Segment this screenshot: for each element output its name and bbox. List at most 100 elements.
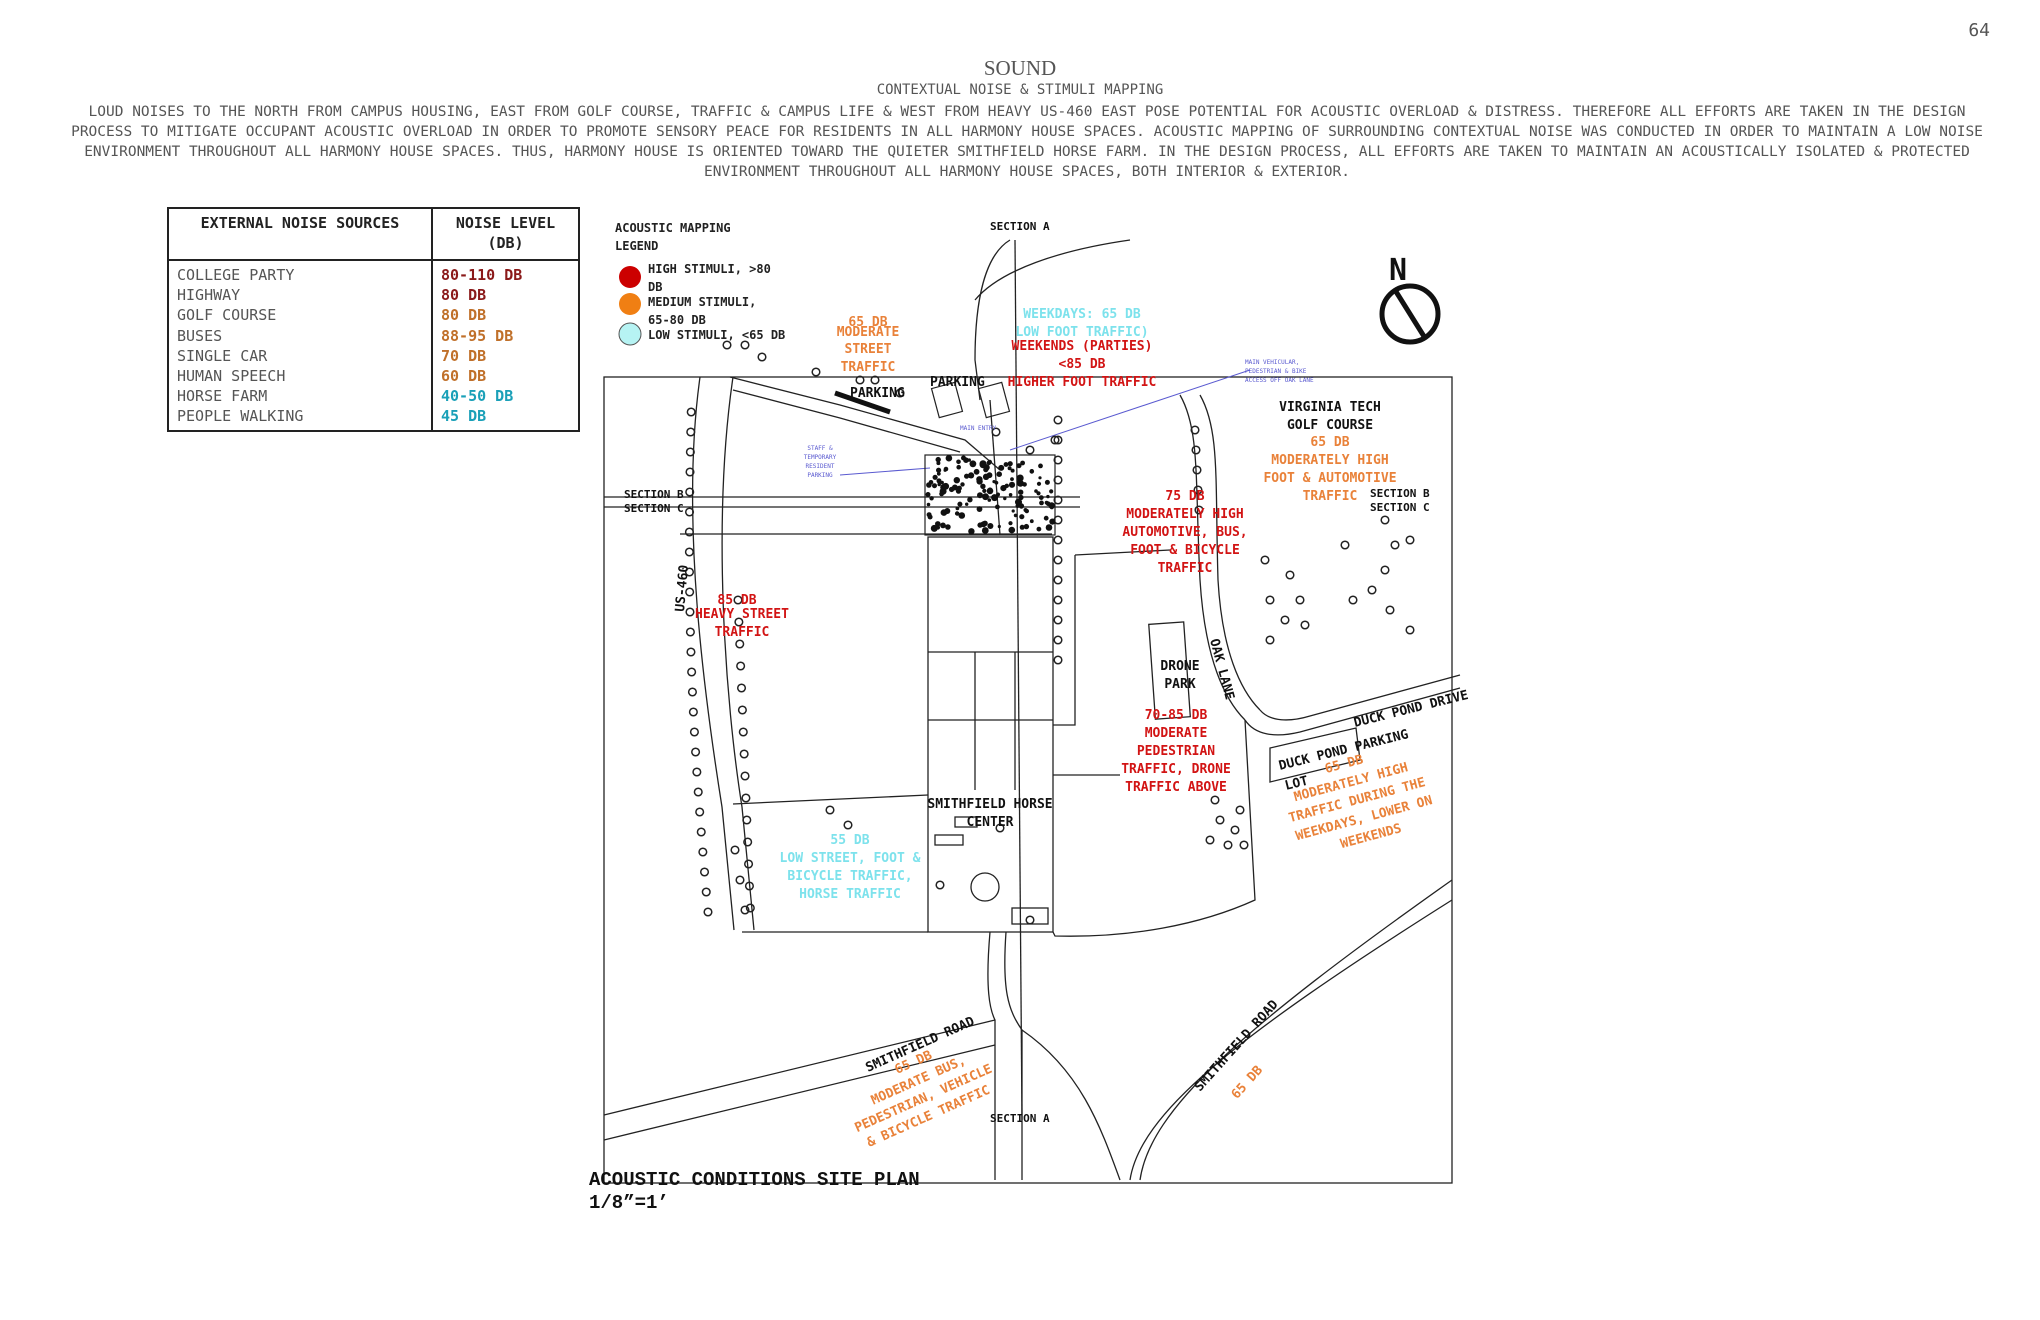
smithfield-road-1-south <box>603 1044 996 1141</box>
vegetation-dot <box>995 504 1000 510</box>
tree-marker <box>1050 435 1060 445</box>
tree-marker <box>1260 555 1270 565</box>
vegetation-dot <box>980 483 986 489</box>
noise-source-cell: BUSES <box>177 326 223 345</box>
access-note-1: MAIN VEHICULAR, <box>1245 359 1299 366</box>
vegetation-dot <box>991 494 999 502</box>
section-a-line <box>1014 239 1023 1121</box>
map-labels: SECTION A SECTION A SECTION B SECTION C … <box>624 220 1470 1125</box>
legend-title-line-1: ACOUSTIC MAPPING <box>615 221 731 235</box>
vegetation-dot <box>981 527 989 534</box>
section-b-left-label: SECTION B <box>624 488 684 501</box>
page-number: 64 <box>1968 20 1990 41</box>
tree-marker <box>1235 805 1245 815</box>
tree-marker <box>1053 415 1063 425</box>
vegetation-dot <box>1010 477 1014 481</box>
vegetation-dot <box>943 466 949 472</box>
tree-marker <box>1053 595 1063 605</box>
zone-75db-line-5: TRAFFIC <box>1158 561 1213 576</box>
zone-duck-pond: 65 DB MODERATELY HIGH TRAFFIC DURING THE… <box>1287 752 1434 852</box>
vegetation-dot <box>935 456 941 463</box>
horse-center-label-2: CENTER <box>967 815 1014 830</box>
vegetation-dot <box>1018 494 1024 501</box>
vegetation-dot <box>983 467 989 473</box>
vegetation-dot <box>1038 476 1042 480</box>
vegetation-dot <box>983 521 988 525</box>
noise-source-cell: HIGHWAY <box>177 286 241 305</box>
vegetation-dot <box>1029 519 1034 524</box>
vegetation-dot <box>956 464 961 470</box>
tree-marker <box>1053 495 1063 505</box>
vegetation-dot <box>935 521 941 527</box>
tree-marker <box>995 823 1005 833</box>
parking-edge-heavy <box>834 390 891 415</box>
vegetation-dot <box>961 455 966 461</box>
zone-drone-line-5: TRAFFIC ABOVE <box>1125 780 1227 795</box>
tree-marker <box>744 859 754 869</box>
tree-marker <box>1390 540 1400 550</box>
vegetation-dot <box>1039 500 1044 506</box>
vegetation-dot <box>926 502 931 507</box>
vegetation-dot <box>929 496 934 501</box>
tree-marker <box>744 881 754 891</box>
tree-marker <box>1210 795 1220 805</box>
vegetation-dot <box>982 473 990 480</box>
tree-marker <box>693 787 703 797</box>
tree-marker <box>1053 535 1063 545</box>
zone-horse-line-3: BICYCLE TRAFFIC, <box>787 869 912 884</box>
tree-marker <box>1053 575 1063 585</box>
vegetation-dot <box>1018 489 1024 495</box>
vegetation-dot <box>1016 480 1021 484</box>
tree-marker <box>685 627 695 637</box>
vegetation-dot <box>940 509 948 516</box>
zone-weekends: WEEKENDS (PARTIES) <85 DB HIGHER FOOT TR… <box>1008 339 1157 390</box>
tree-marker <box>1190 425 1200 435</box>
tree-marker <box>691 747 701 757</box>
vegetation-dot <box>1049 518 1056 525</box>
tree-marker <box>1025 915 1035 925</box>
zone-75db-line-3: AUTOMOTIVE, BUS, <box>1122 525 1247 540</box>
tree-marker <box>895 388 905 398</box>
vegetation-dot <box>1011 509 1015 513</box>
access-arrow <box>1009 369 1251 451</box>
vegetation-dot <box>942 482 950 490</box>
vegetation-dot <box>1038 495 1044 500</box>
tree-marker <box>685 607 695 617</box>
access-note-3: ACCESS OFF OAK LANE <box>1245 377 1314 384</box>
vegetation-dot <box>1019 514 1025 520</box>
tree-marker <box>1215 815 1225 825</box>
vegetation-dot <box>936 467 942 473</box>
vegetation-dot <box>1008 493 1013 497</box>
tree-marker <box>1405 535 1415 545</box>
vegetation-dot <box>1019 524 1025 530</box>
vegetation-dot <box>936 461 941 466</box>
vegetation-dot <box>986 460 992 466</box>
tree-marker <box>1230 825 1240 835</box>
column-header-level: NOISE LEVEL (DB) <box>431 207 580 261</box>
tree-marker <box>684 507 695 517</box>
zone-drone-line-3: PEDESTRIAN <box>1137 744 1215 759</box>
vegetation-dot <box>977 522 983 528</box>
noise-level-cell: 80-110 DB <box>431 260 579 286</box>
tree-marker <box>739 749 749 759</box>
drone-park-label-2: PARK <box>1164 677 1195 692</box>
zone-golf-line-2: MODERATELY HIGH <box>1271 453 1388 468</box>
vegetation-dot <box>955 506 960 511</box>
vegetation-dot <box>998 464 1005 471</box>
horse-stall-1 <box>934 834 964 846</box>
vegetation-dot <box>979 460 987 468</box>
noise-zone-labels: 65 DB MODERATE STREET TRAFFIC WEEKDAYS: … <box>695 307 1434 1151</box>
smithfield-road-north-east <box>1004 931 1023 1180</box>
zone-85db-line-2: HEAVY STREET <box>695 607 789 622</box>
zone-weekdays-line-2: LOW FOOT TRAFFIC) <box>1015 325 1148 340</box>
vegetation-dot <box>925 492 931 497</box>
zone-horse-line-4: HORSE TRAFFIC <box>799 887 901 902</box>
staff-parking-note-3: RESIDENT <box>806 463 835 470</box>
table-header-row: EXTERNAL NOISE SOURCES NOISE LEVEL (DB) <box>167 207 580 261</box>
parking-label-2: PARKING <box>930 375 985 390</box>
site-linework <box>603 239 1461 1184</box>
north-arrow-circle <box>1379 283 1441 345</box>
vegetation-dot <box>1016 463 1022 469</box>
tree-marker <box>935 880 945 890</box>
